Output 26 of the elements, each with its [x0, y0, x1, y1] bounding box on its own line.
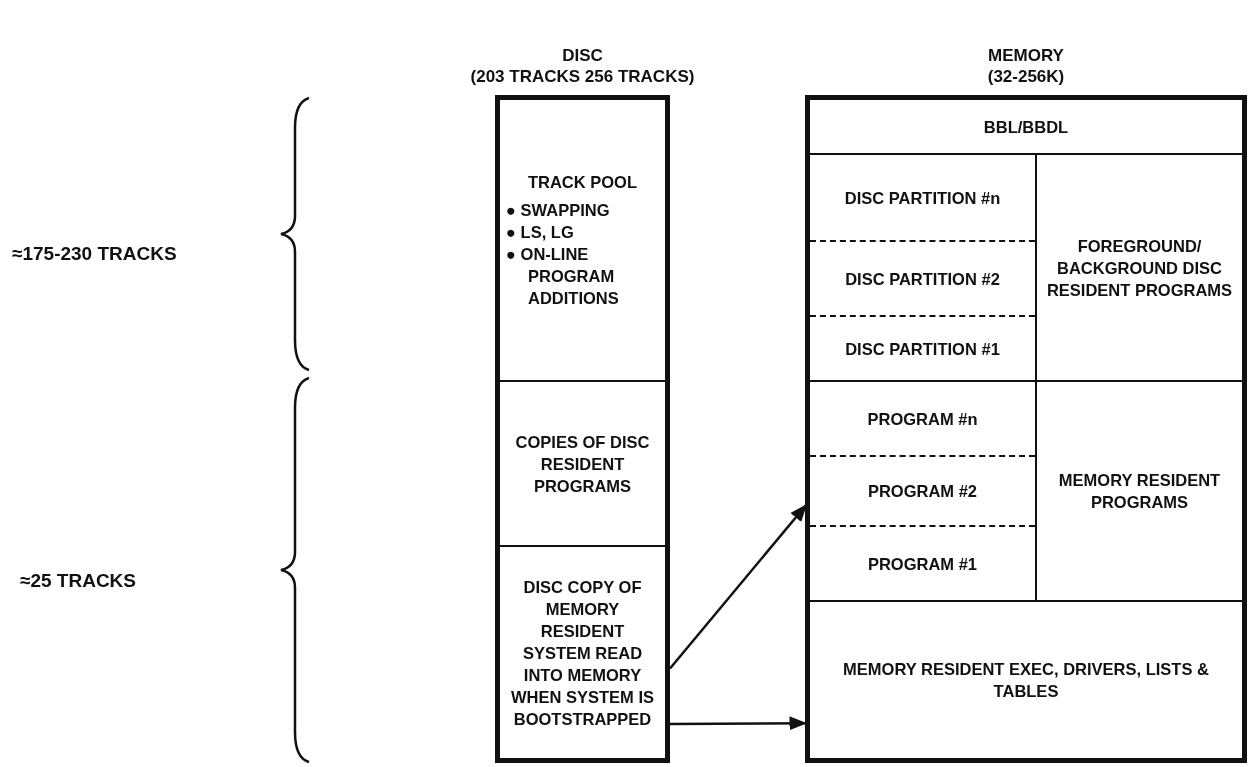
block-label: PROGRAM #n [867, 409, 978, 428]
block-label: DISC PARTITION #n [844, 188, 1001, 207]
block-label: FOREGROUND/ BACKGROUND DISC RESIDENT PROGRAMS [1046, 236, 1233, 299]
track-count-label: ≈25 TRACKS [20, 570, 136, 592]
block-label: MEMORY RESIDENT PROGRAMS [1058, 471, 1221, 511]
block-label: BBL/BBDL [983, 117, 1069, 136]
list-item: ● ON-LINE PROGRAM ADDITIONS [506, 245, 619, 307]
column-heading: MEMORY [987, 45, 1065, 66]
block-label: TRACK POOL [527, 173, 638, 191]
column-heading: (32-256K) [986, 66, 1066, 87]
block-label: DISC PARTITION #1 [845, 339, 1000, 358]
arrow [669, 503, 808, 670]
block-label: PROGRAM #1 [867, 554, 978, 573]
block-label: COPIES OF DISC RESIDENT PROGRAMS [515, 432, 650, 495]
block-label: MEMORY RESIDENT EXEC, DRIVERS, LISTS & TABLES [843, 660, 1209, 700]
block-label: DISC PARTITION #2 [845, 269, 1000, 288]
track-count-label: ≈175-230 TRACKS [12, 243, 177, 265]
block-label: DISC COPY OF MEMORY RESIDENT SYSTEM READ INTO MEMORY WHEN SYSTEM IS BOOTSTRAPPED [511, 577, 654, 728]
column-heading: (203 TRACKS 256 TRACKS) [469, 66, 696, 87]
memory-block [1035, 153, 1242, 380]
list-item: ● LS, LG [506, 223, 574, 241]
list-item: ● SWAPPING [506, 201, 610, 219]
memory-block [1035, 380, 1242, 600]
arrow [670, 716, 807, 731]
column-heading: DISC [561, 45, 604, 66]
block-label: PROGRAM #2 [867, 482, 978, 500]
